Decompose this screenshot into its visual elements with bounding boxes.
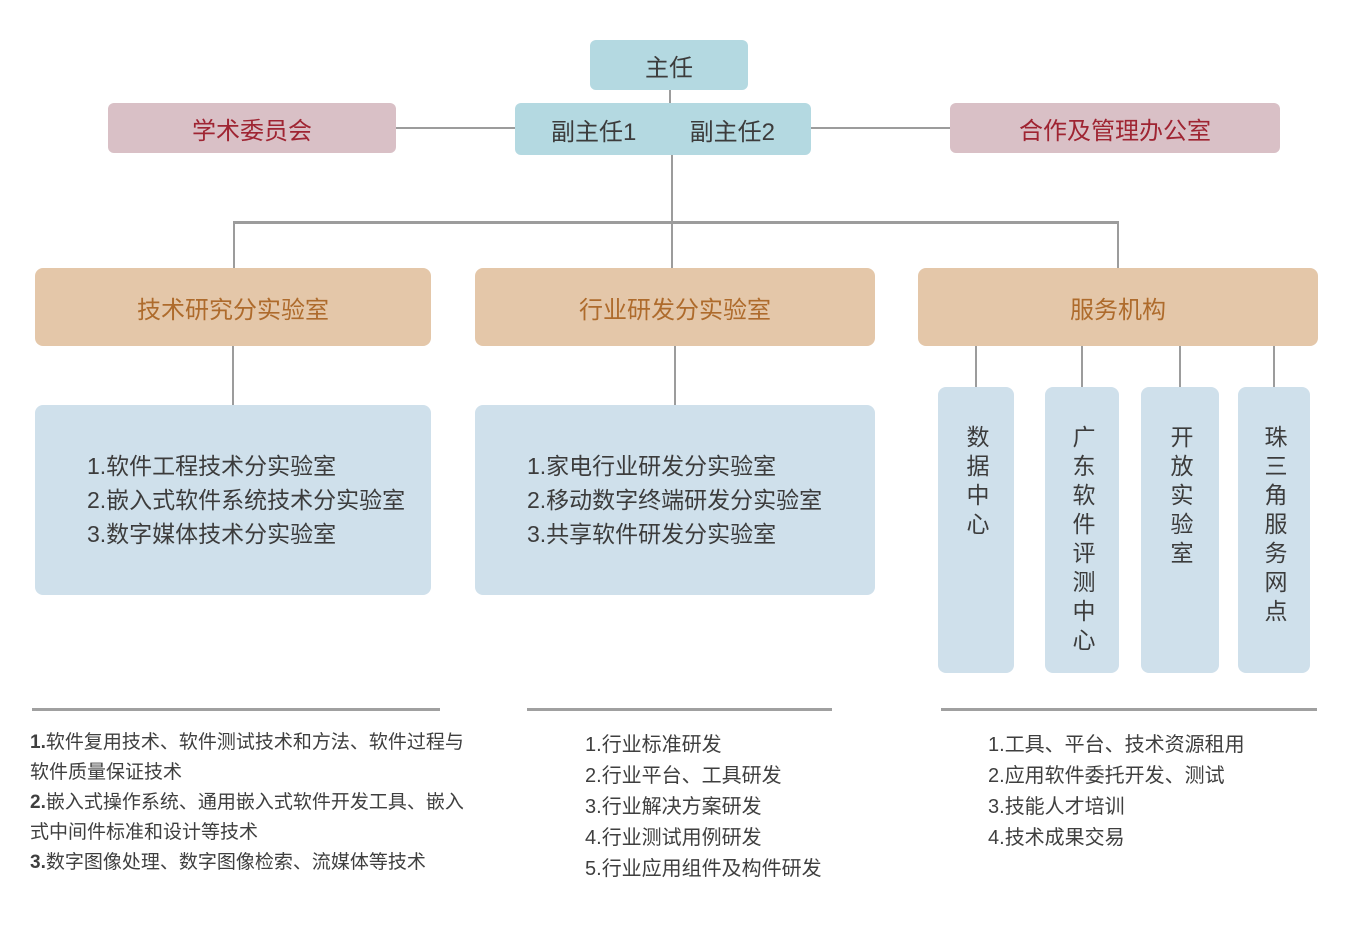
divider-tech-notes: [32, 708, 440, 711]
connector-service-unit-4: [1273, 346, 1275, 387]
note-number: 1.: [988, 734, 1005, 756]
note-item: 1.软件复用技术、软件测试技术和方法、软件过程与软件质量保证技术: [30, 728, 466, 788]
note-number: 1.: [30, 732, 46, 753]
deputy-1-label: 副主任1: [551, 118, 637, 146]
branch-tech-title: 技术研究分实验室: [137, 296, 329, 324]
connector-service-unit-2: [1081, 346, 1083, 387]
note-item: 1.行业标准研发: [585, 730, 885, 761]
service-unit-box-open-lab: 开放实验室: [1141, 387, 1219, 673]
note-number: 2.: [585, 765, 602, 787]
academic-committee-label: 学术委员会: [192, 117, 312, 145]
note-text: 嵌入式操作系统、通用嵌入式软件开发工具、嵌入式中间件标准和设计等技术: [30, 792, 464, 843]
note-number: 3.: [30, 852, 46, 873]
tech-notes: 1.软件复用技术、软件测试技术和方法、软件过程与软件质量保证技术 2.嵌入式操作…: [30, 728, 466, 878]
note-number: 1.: [585, 734, 602, 756]
branch-industry-title-box: 行业研发分实验室: [475, 268, 875, 346]
note-item: 3.行业解决方案研发: [585, 792, 885, 823]
service-unit-box-data-center: 数据中心: [938, 387, 1014, 673]
branch-industry-title: 行业研发分实验室: [579, 296, 771, 324]
branch-service-title: 服务机构: [1070, 296, 1166, 324]
note-text: 数字图像处理、数字图像检索、流媒体等技术: [45, 852, 426, 873]
service-unit-label: 开放实验室: [1167, 425, 1193, 570]
note-text: 行业平台、工具研发: [601, 765, 782, 787]
note-item: 5.行业应用组件及构件研发: [585, 854, 885, 885]
service-unit-label: 珠三角服务网点: [1261, 425, 1287, 628]
director-box: 主任: [590, 40, 748, 90]
divider-industry-notes: [527, 708, 832, 711]
academic-committee-box: 学术委员会: [108, 103, 396, 153]
note-number: 3.: [988, 796, 1005, 818]
note-item: 2.行业平台、工具研发: [585, 761, 885, 792]
note-number: 2.: [988, 765, 1005, 787]
note-number: 4.: [988, 827, 1005, 849]
service-unit-box-software-testing-center: 广东软件评测中心: [1045, 387, 1119, 673]
divider-service-notes: [941, 708, 1317, 711]
service-unit-label: 广东软件评测中心: [1069, 425, 1095, 657]
connector-director-deputy: [669, 90, 671, 103]
note-text: 行业应用组件及构件研发: [601, 858, 822, 880]
management-office-label: 合作及管理办公室: [1019, 117, 1211, 145]
connector-drop-service: [1117, 223, 1119, 268]
branch-tech-title-box: 技术研究分实验室: [35, 268, 431, 346]
tech-sublab-item: 2.嵌入式软件系统技术分实验室: [87, 487, 406, 513]
note-item: 2.嵌入式操作系统、通用嵌入式软件开发工具、嵌入式中间件标准和设计等技术: [30, 788, 466, 848]
service-notes: 1.工具、平台、技术资源租用 2.应用软件委托开发、测试 3.技能人才培训 4.…: [988, 730, 1318, 854]
service-unit-box-prd-service-network: 珠三角服务网点: [1238, 387, 1310, 673]
industry-sublabs-box: 1.家电行业研发分实验室 2.移动数字终端研发分实验室 3.共享软件研发分实验室: [475, 405, 875, 595]
deputy-directors-box: 副主任1 副主任2: [515, 103, 811, 155]
industry-notes: 1.行业标准研发 2.行业平台、工具研发 3.行业解决方案研发 4.行业测试用例…: [585, 730, 885, 885]
note-item: 3.技能人才培训: [988, 792, 1318, 823]
connector-deputy-office: [811, 127, 950, 129]
branch-service-title-box: 服务机构: [918, 268, 1318, 346]
note-number: 4.: [585, 827, 602, 849]
industry-sublab-item: 1.家电行业研发分实验室: [527, 453, 777, 479]
director-label: 主任: [645, 54, 693, 82]
note-text: 技能人才培训: [1004, 796, 1125, 818]
deputy-2-label: 副主任2: [689, 118, 775, 146]
note-text: 行业测试用例研发: [601, 827, 762, 849]
note-text: 行业标准研发: [601, 734, 722, 756]
connector-deputy-down: [671, 155, 673, 222]
connector-main-horizontal: [233, 221, 1119, 224]
note-number: 2.: [30, 792, 46, 813]
connector-service-unit-3: [1179, 346, 1181, 387]
note-text: 软件复用技术、软件测试技术和方法、软件过程与软件质量保证技术: [30, 732, 464, 783]
note-text: 行业解决方案研发: [601, 796, 762, 818]
note-item: 4.技术成果交易: [988, 823, 1318, 854]
connector-industry-sublabs: [674, 346, 676, 405]
tech-sublab-item: 1.软件工程技术分实验室: [87, 453, 337, 479]
connector-tech-sublabs: [232, 346, 234, 405]
note-item: 2.应用软件委托开发、测试: [988, 761, 1318, 792]
note-text: 应用软件委托开发、测试: [1004, 765, 1225, 787]
industry-sublab-item: 3.共享软件研发分实验室: [527, 521, 777, 547]
note-text: 技术成果交易: [1004, 827, 1125, 849]
tech-sublab-item: 3.数字媒体技术分实验室: [87, 521, 337, 547]
note-item: 4.行业测试用例研发: [585, 823, 885, 854]
note-text: 工具、平台、技术资源租用: [1004, 734, 1245, 756]
note-number: 5.: [585, 858, 602, 880]
connector-drop-tech: [233, 223, 235, 268]
industry-sublab-item: 2.移动数字终端研发分实验室: [527, 487, 823, 513]
tech-sublabs-box: 1.软件工程技术分实验室 2.嵌入式软件系统技术分实验室 3.数字媒体技术分实验…: [35, 405, 431, 595]
connector-academic-deputy: [396, 127, 515, 129]
note-number: 3.: [585, 796, 602, 818]
connector-service-unit-1: [975, 346, 977, 387]
connector-drop-industry: [671, 223, 673, 268]
service-unit-label: 数据中心: [963, 425, 989, 541]
note-item: 3.数字图像处理、数字图像检索、流媒体等技术: [30, 848, 466, 878]
note-item: 1.工具、平台、技术资源租用: [988, 730, 1318, 761]
management-office-box: 合作及管理办公室: [950, 103, 1280, 153]
